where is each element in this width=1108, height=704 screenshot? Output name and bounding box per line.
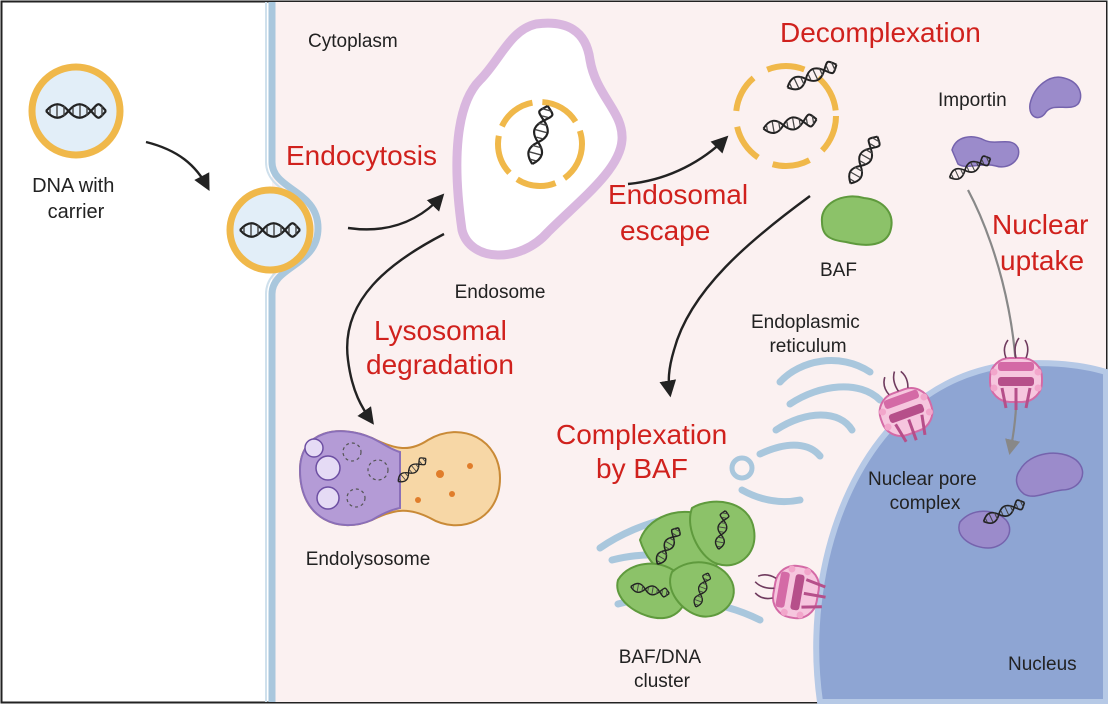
arrow-to-complexation: [659, 195, 811, 398]
membrane-bound-particle: [226, 186, 314, 274]
decomplexation-label: Decomplexation: [780, 17, 981, 48]
nuclear-importin-dna-complex: [958, 452, 1084, 549]
cell-membrane: [268, 2, 322, 702]
endosome: [452, 18, 627, 260]
endosome-label: Endosome: [455, 282, 546, 303]
baf-dna-cluster: [616, 500, 756, 620]
importin-label: Importin: [938, 90, 1007, 111]
complexation-by-baf-label: Complexation by BAF: [556, 419, 735, 484]
lysosomal-degradation-label: Lysosomal degradation: [366, 315, 515, 380]
arrow-to-decomplexation: [627, 135, 729, 186]
arrow-to-endosome: [347, 193, 445, 231]
baf-label: BAF: [820, 260, 857, 281]
nuclear-pore-complex-label: Nuclear pore complex: [868, 469, 982, 514]
importin-protein: [1029, 76, 1082, 119]
endolysosome: [298, 430, 502, 527]
baf-dna-cluster-label: BAF/DNA cluster: [619, 647, 706, 692]
arrow-to-endolysosome: [345, 232, 445, 425]
dna-with-carrier-label: DNA with carrier: [32, 175, 120, 223]
broken-carrier: [733, 58, 841, 169]
nuclear-uptake-arrow: [967, 189, 1021, 456]
nucleus-label: Nucleus: [1008, 654, 1077, 675]
endocytosis-label: Endocytosis: [286, 140, 437, 171]
endolysosome-label: Endolysosome: [306, 549, 431, 570]
arrow-to-membrane: [145, 140, 210, 191]
baf-protein: [820, 195, 893, 246]
nuclear-uptake-label: Nuclear uptake: [992, 209, 1096, 276]
endoplasmic-reticulum-label: Endoplasmic reticulum: [751, 312, 865, 357]
cytoplasm-label: Cytoplasm: [308, 31, 398, 52]
endosomal-escape-label: Endosomal escape: [608, 179, 756, 246]
dna-carrier-particle: [28, 63, 124, 159]
importin-dna-complex: [946, 136, 1020, 183]
